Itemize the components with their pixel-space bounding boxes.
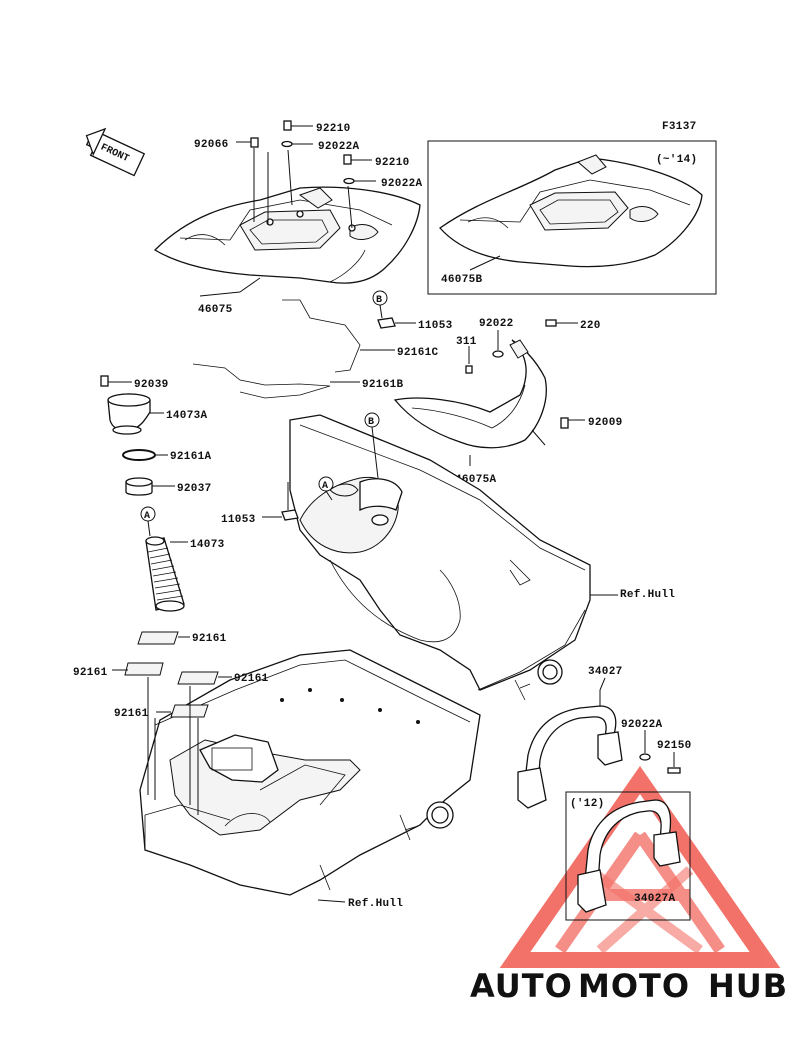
hull-lower-section (139, 649, 481, 903)
label-92210-mid: 92210 (375, 157, 410, 169)
bolt-92039 (100, 375, 109, 387)
gasket-pads-92161 (112, 631, 232, 815)
hose-14073 (145, 536, 185, 612)
svg-text:HUB: HUB (708, 967, 788, 1005)
inset-34027A: ('12) 34027A (565, 791, 691, 921)
inset-46075B: (~'14) 46075B (427, 140, 717, 295)
bolt-92066 (250, 137, 259, 148)
label-92066: 92066 (194, 139, 229, 151)
callout-a-hull: A (318, 476, 334, 501)
bolt-92210-mid (343, 154, 352, 165)
label-92161A: 92161A (170, 451, 212, 463)
label-92022A-mid: 92022A (381, 178, 423, 190)
nut-311 (465, 365, 473, 374)
fasteners-right (465, 319, 585, 429)
screw-220 (545, 319, 557, 327)
watermark-text: AUTO MOTO HUB (470, 967, 788, 1005)
callout-b-hull: B (364, 412, 380, 479)
label-92161-c: 92161 (234, 673, 269, 685)
svg-text:A: A (322, 481, 328, 492)
label-refhull-right: Ref.Hull (620, 589, 675, 601)
gasket-92161C (282, 299, 395, 373)
label-14073: 14073 (190, 539, 225, 551)
bolt-92009 (560, 417, 569, 429)
svg-text:B: B (376, 295, 382, 306)
label-92210-top: 92210 (316, 123, 351, 135)
seat-base-46075 (153, 186, 421, 284)
watermark-triangle (499, 765, 781, 968)
label-92039: 92039 (134, 379, 169, 391)
svg-text:MOTO: MOTO (578, 967, 690, 1005)
label-92009: 92009 (588, 417, 623, 429)
label-14073A: 14073A (166, 410, 208, 422)
bolt-92150 (667, 767, 681, 774)
label-46075: 46075 (198, 304, 233, 316)
label-220: 220 (580, 320, 601, 332)
label-311: 311 (456, 336, 477, 348)
clip-11053-top (377, 317, 396, 329)
label-92161-b: 92161 (73, 667, 108, 679)
label-34027: 34027 (588, 666, 623, 678)
label-34027A: 34027A (634, 893, 676, 905)
label-46075B: 46075B (441, 274, 483, 286)
cover-46075A (393, 339, 547, 466)
washer-92022A-mid (343, 177, 355, 185)
grab-handle-34027 (517, 677, 681, 809)
gasket-92161A (122, 449, 156, 461)
bolt-92210-top (283, 120, 292, 131)
front-arrow-icon: FRONT (85, 127, 146, 177)
label-92022: 92022 (479, 318, 514, 330)
label-92037: 92037 (177, 483, 212, 495)
callout-b-top: B (372, 290, 388, 319)
label-92161-d: 92161 (114, 708, 149, 720)
figure-code: F3137 (662, 121, 697, 133)
label-refhull-bottom: Ref.Hull (348, 898, 403, 910)
year-note-top: (~'14) (656, 154, 697, 166)
label-11053-left: 11053 (221, 514, 256, 526)
washer-92022A-top (281, 140, 293, 148)
svg-text:A: A (144, 511, 150, 522)
hull-upper-section (289, 414, 618, 701)
label-92022A-right: 92022A (621, 719, 663, 731)
gasket-92161B (192, 363, 360, 399)
label-11053-top: 11053 (418, 320, 453, 332)
washer-92022A-right (639, 753, 651, 761)
label-92150: 92150 (657, 740, 692, 752)
clip-11053-left (281, 509, 299, 521)
year-note-bottom: ('12) (570, 798, 605, 810)
svg-text:B: B (368, 417, 374, 428)
washer-92022 (492, 350, 504, 358)
label-92022A-top: 92022A (318, 141, 360, 153)
label-92161-a: 92161 (192, 633, 227, 645)
svg-text:AUTO: AUTO (470, 967, 573, 1005)
label-92161C: 92161C (397, 347, 439, 359)
intake-assembly: A (100, 375, 188, 612)
label-92161B: 92161B (362, 379, 404, 391)
fasteners-top (250, 120, 355, 185)
